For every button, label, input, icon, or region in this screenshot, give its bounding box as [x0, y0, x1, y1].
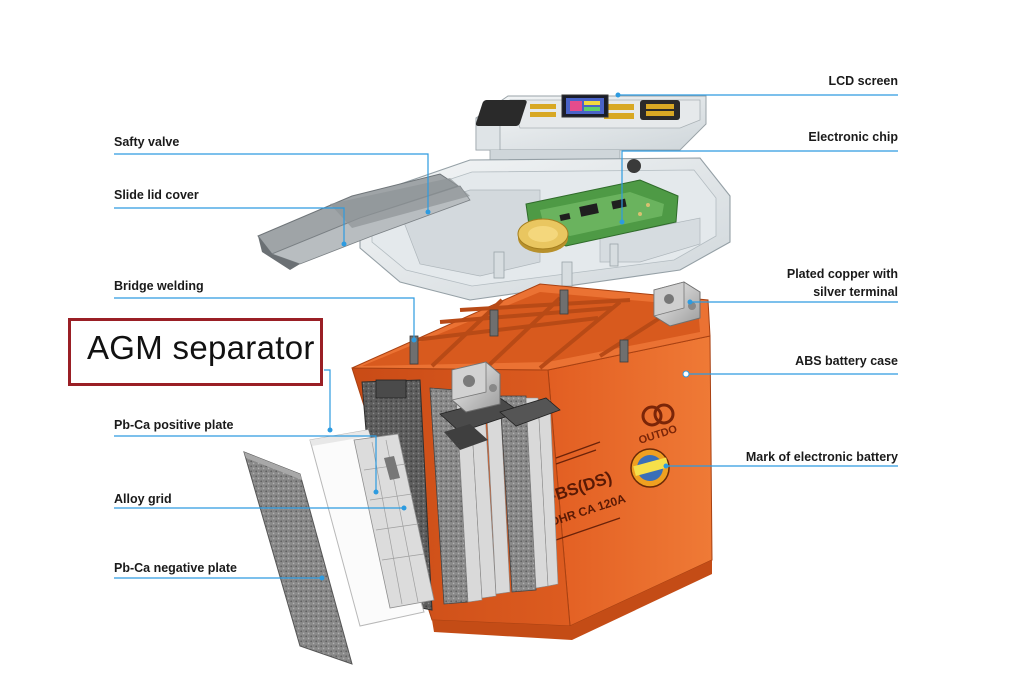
lcd-module — [475, 94, 707, 161]
label-abs-battery-case: ABS battery case — [795, 354, 898, 368]
label-lcd-screen: LCD screen — [829, 74, 898, 88]
lid-assembly — [257, 157, 731, 301]
label-bridge-welding: Bridge welding — [114, 279, 204, 293]
labels: LCD screen Electronic chip Safty valve S… — [114, 74, 898, 575]
negative-plate — [243, 451, 353, 665]
terminal-front — [451, 361, 501, 413]
label-electronic-chip: Electronic chip — [808, 130, 898, 144]
agm-separator-highlight-box: AGM separator — [68, 318, 323, 386]
label-mark-of-electronic-battery: Mark of electronic battery — [746, 450, 898, 464]
label-plated-copper-line1: Plated copper with — [787, 267, 898, 281]
label-plated-copper-line2: silver terminal — [813, 285, 898, 299]
label-alloy-grid: Alloy grid — [114, 492, 172, 506]
terminals — [451, 281, 701, 413]
label-safty-valve: Safty valve — [114, 135, 179, 149]
label-pb-ca-positive-plate: Pb-Ca positive plate — [114, 418, 234, 432]
label-pb-ca-negative-plate: Pb-Ca negative plate — [114, 561, 237, 575]
terminal-top-right — [653, 281, 701, 327]
label-slide-lid-cover: Slide lid cover — [114, 188, 199, 202]
alloy-grid-plate — [353, 433, 435, 609]
electronic-battery-badge — [630, 448, 670, 488]
agm-separator-label: AGM separator — [87, 329, 315, 366]
leader-lines — [114, 92, 898, 581]
